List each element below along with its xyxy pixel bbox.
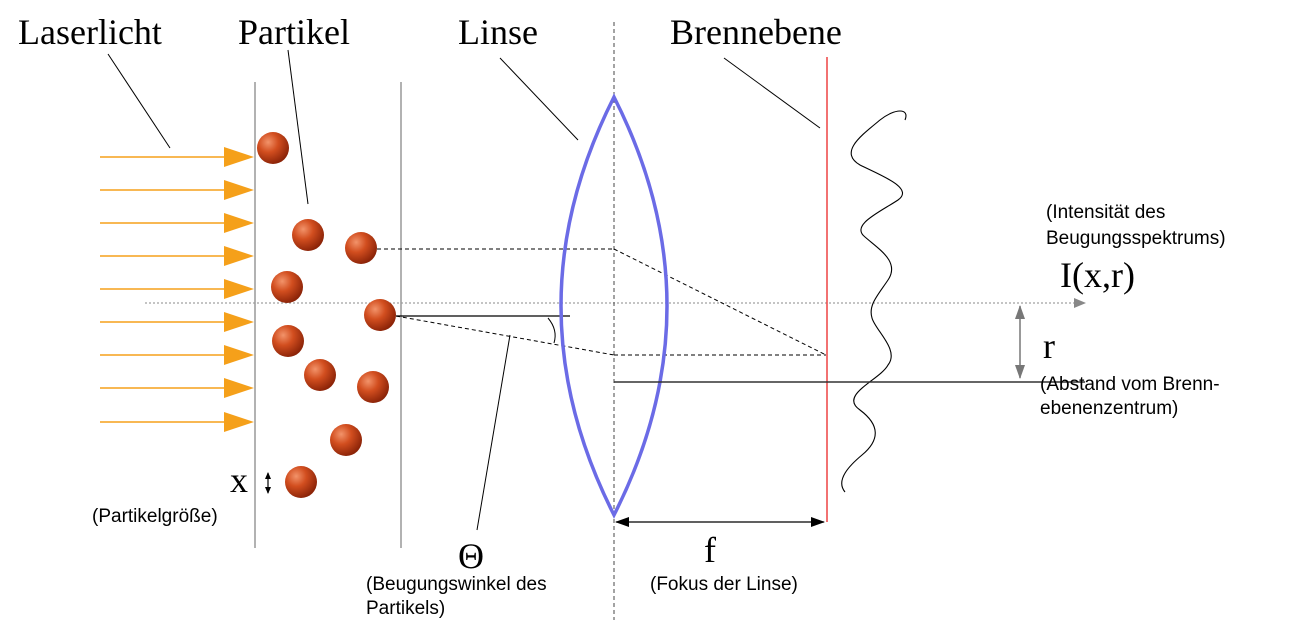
radius-symbol: r <box>1043 326 1055 366</box>
intensity-caption-line2: Beugungsspektrums) <box>1046 228 1226 249</box>
particle <box>357 371 389 403</box>
focus-symbol: f <box>704 530 716 570</box>
angle-symbol: Θ <box>458 536 484 576</box>
focus-caption: (Fokus der Linse) <box>650 574 798 595</box>
laser-label: Laserlicht <box>18 12 162 52</box>
particle <box>330 424 362 456</box>
particles-label: Partikel <box>238 12 350 52</box>
angle-leader <box>476 334 511 531</box>
intensity-curve <box>841 110 907 493</box>
laser-arrow <box>100 180 254 200</box>
laser-arrow <box>100 378 254 398</box>
laser-arrow <box>100 246 254 266</box>
lens-leader <box>499 57 579 141</box>
lens <box>559 93 669 519</box>
laser-arrow <box>100 312 254 332</box>
focal-plane-leader <box>723 57 821 129</box>
upper-focused-ray <box>613 248 827 356</box>
lens-label: Linse <box>458 12 538 52</box>
diffracted-ray <box>395 315 615 356</box>
laser-arrows <box>100 147 254 432</box>
laser-arrow <box>100 345 254 365</box>
laser-leader <box>107 53 171 149</box>
intensity-symbol: I(x,r) <box>1060 255 1135 295</box>
laser-arrow <box>100 279 254 299</box>
angle-arc <box>547 317 556 344</box>
particle-size-symbol: x <box>230 460 248 500</box>
focal-plane-label: Brennebene <box>670 12 842 52</box>
radius-caption-line1: (Abstand vom Brenn- <box>1040 374 1220 395</box>
particle <box>285 466 317 498</box>
laser-arrow <box>100 147 254 167</box>
particle <box>292 219 324 251</box>
radius-caption-line2: ebenenzentrum) <box>1040 398 1178 419</box>
angle-caption-line2: Partikels) <box>366 598 445 619</box>
particle-size-caption: (Partikelgröße) <box>92 506 218 527</box>
angle-caption-line1: (Beugungswinkel des <box>366 574 547 595</box>
laser-arrow <box>100 213 254 233</box>
particle <box>345 232 377 264</box>
particles <box>257 132 396 498</box>
laser-arrow <box>100 412 254 432</box>
particle <box>271 271 303 303</box>
particle <box>304 359 336 391</box>
intensity-caption-line1: (Intensität des <box>1046 202 1165 223</box>
particle <box>272 325 304 357</box>
particle <box>364 299 396 331</box>
particles-leader <box>287 49 309 205</box>
particle <box>257 132 289 164</box>
